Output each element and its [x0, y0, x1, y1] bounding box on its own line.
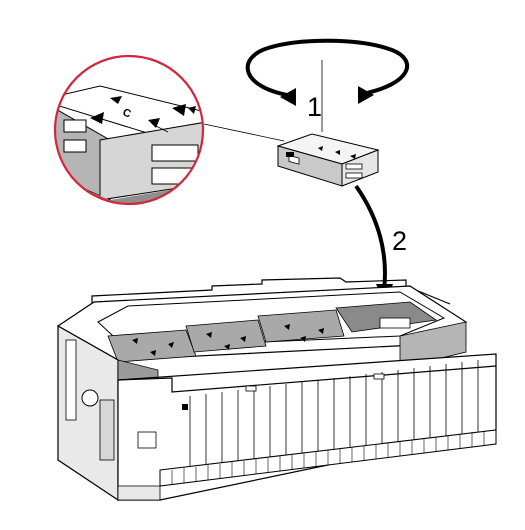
target-module-bay: [335, 301, 438, 333]
expansion-module: [276, 133, 380, 187]
magnifier-ring: [53, 54, 205, 206]
magnified-detail: C: [53, 54, 205, 206]
magnifier-leader-line: [203, 123, 285, 142]
module-bay-3: [257, 309, 345, 343]
step-2-label: 2: [392, 226, 407, 256]
base-unit: [56, 277, 497, 502]
insert-arrow-icon: [354, 184, 393, 304]
svg-text:C: C: [121, 107, 133, 121]
step-1-label: 1: [307, 92, 322, 122]
rotate-arrow-icon: [245, 38, 410, 132]
module-bay-2: [185, 319, 267, 353]
module-bay-1: [107, 329, 197, 363]
